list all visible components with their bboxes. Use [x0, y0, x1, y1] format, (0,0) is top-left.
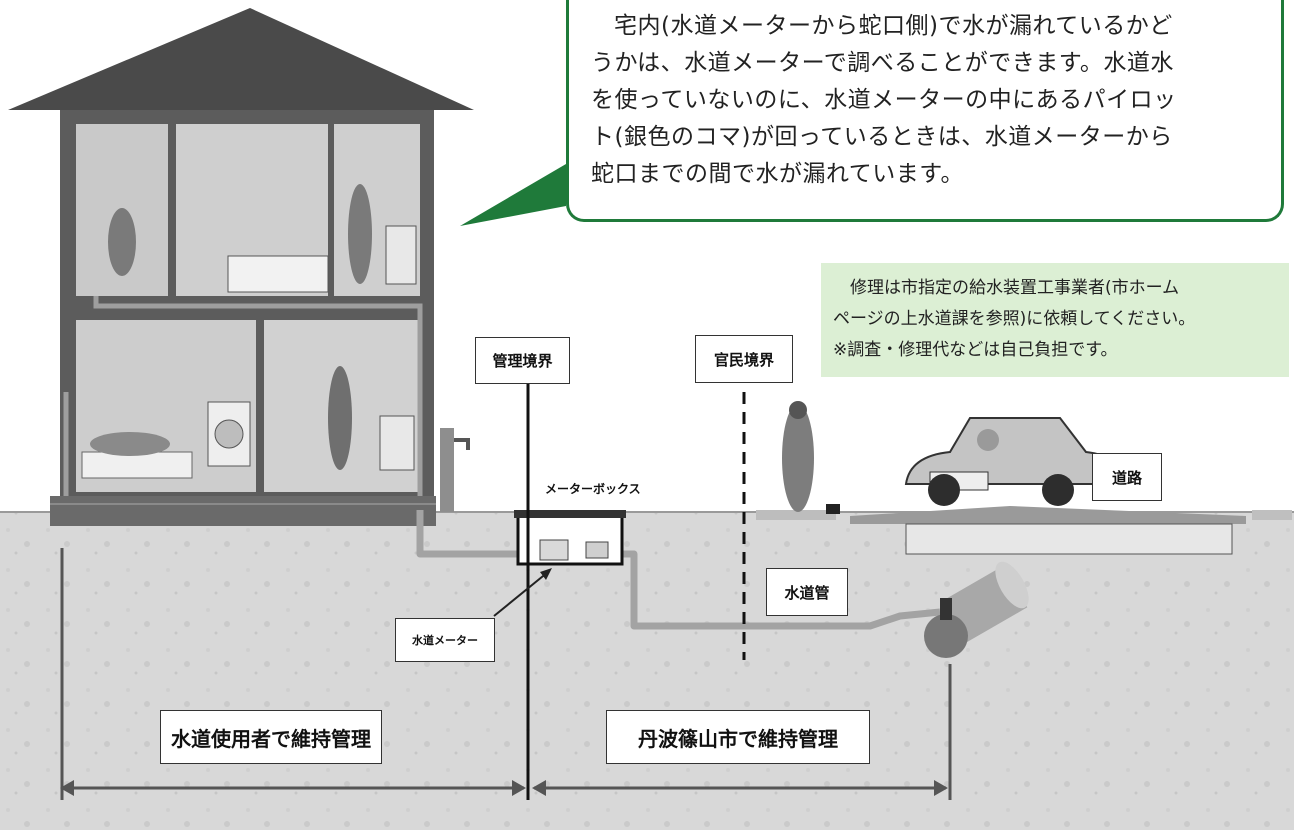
repair-note-line-2: ページの上水道課を参照)に依頼してください。: [833, 309, 1196, 329]
meter-pointer-arrowhead: [540, 568, 552, 580]
person-standing-lower-icon: [328, 366, 352, 470]
road-label: 道路: [1092, 453, 1162, 501]
callout-tail: [460, 164, 566, 226]
management-boundary-label: 管理境界: [475, 337, 570, 384]
city-maintained-label: 丹波篠山市で維持管理: [606, 710, 870, 764]
ground-soil: [0, 512, 1294, 830]
meter-valve-icon: [585, 541, 609, 559]
sink-cabinet-icon: [385, 225, 417, 285]
meter-pointer-arrow: [493, 571, 549, 617]
road-surface: [850, 506, 1246, 524]
repair-note: 修理は市指定の給水装置工事業者(市ホーム ページの上水道課を参照)に依頼してくだ…: [821, 263, 1289, 377]
callout-line-5: 蛇口までの間で水が漏れています。: [591, 161, 965, 187]
water-meter-icon: [539, 539, 569, 561]
user-range-arrowhead-right: [512, 780, 526, 796]
bed-icon: [227, 255, 329, 293]
city-range-arrowhead-right: [934, 780, 948, 796]
indoor-pipe: [93, 296, 423, 496]
city-range-arrowhead-left: [532, 780, 546, 796]
user-maintained-label: 水道使用者で維持管理: [160, 710, 382, 764]
callout-line-1: 宅内(水道メーターから蛇口側)で水が漏れているかど: [614, 13, 1173, 39]
water-main-pipe-icon: [924, 561, 1029, 658]
persons-bathing-icon: [90, 432, 170, 456]
house-roof: [8, 8, 474, 110]
leak-check-callout: 宅内(水道メーターから蛇口側)で水が漏れているかど うかは、水道メーターで調べる…: [566, 0, 1284, 222]
kitchen-counter-icon: [379, 415, 415, 471]
person-seated-icon: [108, 208, 136, 276]
person-standing-upper-icon: [348, 184, 372, 284]
water-meter-label: 水道メーター: [395, 618, 495, 662]
pedestrian-icon: [782, 404, 814, 512]
faucet-icon: [454, 438, 470, 450]
curb: [826, 504, 840, 514]
outdoor-faucet-post: [440, 428, 454, 512]
callout-line-3: を使っていないのに、水道メーターの中にあるパイロッ: [591, 87, 1177, 113]
house-foundation: [50, 496, 436, 526]
bathtub-icon: [81, 451, 193, 479]
public-private-boundary-label: 官民境界: [695, 335, 793, 383]
meter-box-lid: [514, 510, 626, 518]
washing-machine-door-icon: [214, 419, 244, 449]
user-range-arrowhead-left: [60, 780, 74, 796]
callout-line-2: うかは、水道メーターで調べることができます。水道水: [591, 50, 1174, 76]
pedestrian-head-icon: [789, 401, 807, 419]
repair-note-line-3: ※調査・修理代などは自己負担です。: [833, 340, 1118, 360]
service-pipe: [416, 510, 941, 630]
repair-note-line-1: 修理は市指定の給水装置工事業者(市ホーム: [850, 278, 1180, 298]
road-edge-right: [1252, 510, 1292, 520]
meter-box-label: メーターボックス: [545, 482, 641, 496]
road-base: [905, 523, 1233, 555]
callout-line-4: ト(銀色のコマ)が回っているときは、水道メーターから: [591, 124, 1173, 150]
water-pipe-label: 水道管: [766, 568, 848, 616]
sidewalk: [756, 510, 836, 520]
